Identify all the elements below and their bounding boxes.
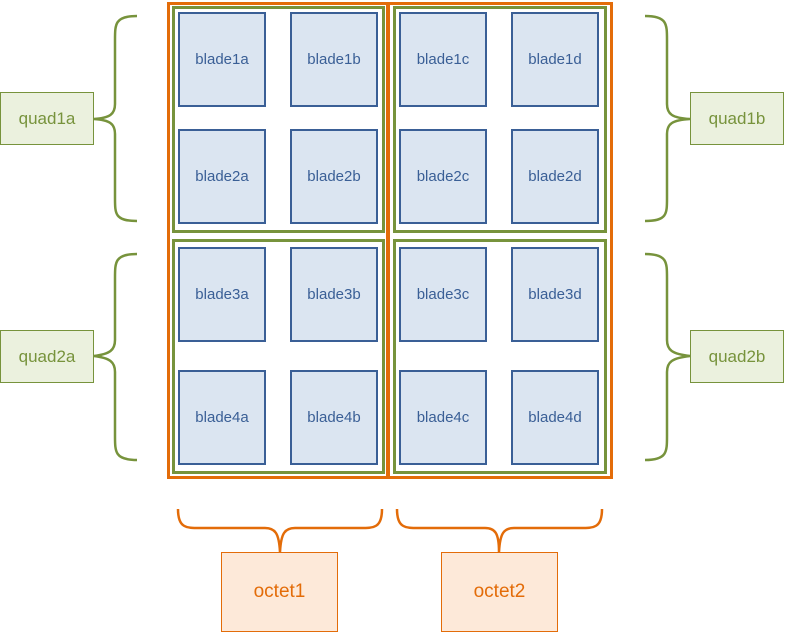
quad2b-brace (644, 252, 691, 462)
blade-3d: blade3d (511, 247, 599, 342)
quad2a-frame (172, 239, 385, 474)
blade-2a: blade2a (178, 129, 266, 224)
blade-2b: blade2b (290, 129, 378, 224)
blade-4d: blade4d (511, 370, 599, 465)
quad1a-label: quad1a (0, 92, 94, 145)
blade-4b: blade4b (290, 370, 378, 465)
quad2b-frame (393, 239, 607, 474)
quad1b-label: quad1b (690, 92, 784, 145)
blade-1a: blade1a (178, 12, 266, 107)
quad1a-frame (172, 6, 385, 233)
blade-3a: blade3a (178, 247, 266, 342)
quad1b-brace (644, 14, 691, 223)
quad1b-frame (393, 6, 607, 233)
octet1-brace (176, 508, 384, 553)
blade-4c: blade4c (399, 370, 487, 465)
quad2a-label: quad2a (0, 330, 94, 383)
quad1a-brace (93, 14, 138, 223)
blade-3c: blade3c (399, 247, 487, 342)
octet2-label: octet2 (441, 552, 558, 632)
blade-1d: blade1d (511, 12, 599, 107)
blade-1c: blade1c (399, 12, 487, 107)
blade-3b: blade3b (290, 247, 378, 342)
octet2-brace (395, 508, 604, 553)
octet1-label: octet1 (221, 552, 338, 632)
blade-1b: blade1b (290, 12, 378, 107)
octet2-frame (387, 2, 613, 479)
quad2a-brace (93, 252, 138, 462)
blade-4a: blade4a (178, 370, 266, 465)
blade-2c: blade2c (399, 129, 487, 224)
quad2b-label: quad2b (690, 330, 784, 383)
blade-2d: blade2d (511, 129, 599, 224)
